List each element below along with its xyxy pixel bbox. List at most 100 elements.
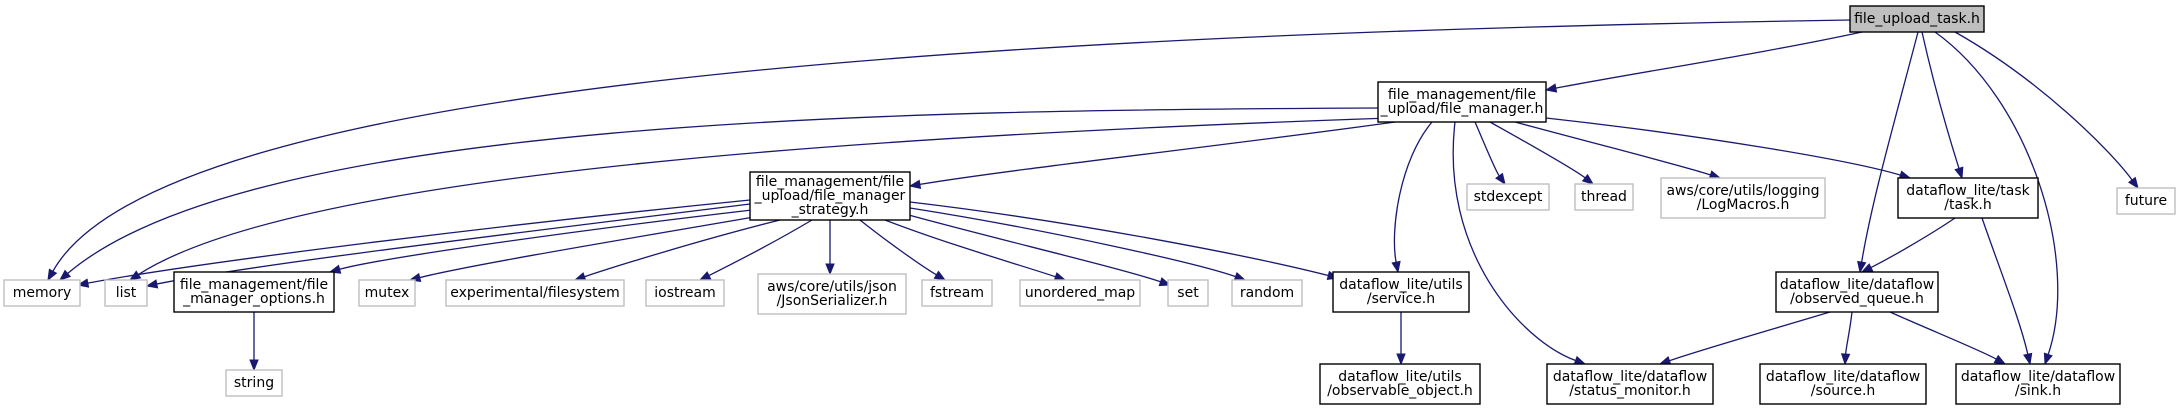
arrowhead-icon [1495,172,1506,186]
node-mutex: mutex [358,279,416,307]
node-label-line: fstream [930,285,984,301]
node-label-line: dataflow_lite/dataflow [1553,369,1707,385]
node-box [1660,177,1826,219]
node-source[interactable]: dataflow_lite/dataflow/source.h [1759,363,1927,405]
node-box [1167,279,1209,307]
node-box [921,279,993,307]
node-box [645,279,725,307]
edge-fm-to-statusmon [1452,121,1587,365]
node-box [749,171,911,221]
node-box [1546,363,1714,405]
arrowhead-icon [1857,260,1867,274]
node-statusmon[interactable]: dataflow_lite/dataflow/status_monitor.h [1546,363,1714,405]
node-label-line: memory [13,285,72,301]
node-label-line: dataflow_lite/dataflow [1766,369,1920,385]
node-label-line: /observed_queue.h [1790,291,1924,307]
node-service[interactable]: dataflow_lite/utils/service.h [1332,271,1470,313]
edge-root-to-memory [47,19,1851,282]
edge-line [339,209,753,270]
node-label-line: /task.h [1944,197,1992,213]
edge-line [708,219,813,277]
node-label-line: random [1240,285,1294,301]
edge-fms-to-json [825,220,835,276]
node-random: random [1231,279,1303,307]
edge-line [52,19,1851,272]
edge-fm-to-task [1545,117,1912,180]
edge-line [1514,121,1711,176]
arrowhead-icon [1391,260,1401,274]
arrowhead-icon [328,264,342,274]
node-box [1466,183,1550,211]
edge-line [1545,117,1901,176]
node-iostream: iostream [645,279,725,307]
node-box [173,271,335,313]
edge-line [67,107,1381,275]
edge-fm-to-thread [1489,121,1595,185]
edge-line [1844,311,1853,355]
node-root[interactable]: file_upload_task.h [1849,5,1985,33]
node-fms[interactable]: file_management/file_upload/file_manager… [749,171,911,221]
edge-line [1393,121,1433,263]
node-fm[interactable]: file_management/file_upload/file_manager… [1377,81,1547,123]
edge-fms-to-umap [884,219,1067,282]
edge-line [1474,121,1500,177]
node-box [757,273,907,315]
node-label-line: /observable_object.h [1327,383,1473,399]
node-oq[interactable]: dataflow_lite/dataflow/observed_queue.h [1775,271,1939,313]
node-sink[interactable]: dataflow_lite/dataflow/sink.h [1955,363,2121,405]
arrowhead-icon [1544,83,1558,93]
node-box [2116,187,2176,215]
edge-line [919,121,1396,186]
arrowhead-icon [825,263,835,276]
node-box [1574,183,1634,211]
node-label-line: _manager_options.h [182,291,325,307]
edge-line [859,219,937,276]
node-label-line: file_management/file [1388,87,1536,103]
node-label-line: /JsonSerializer.h [777,293,888,309]
node-box [1775,271,1939,313]
edge-fm-to-stdexcept [1474,121,1506,186]
edge-line [1889,311,1997,360]
node-label-line: list [116,285,137,301]
edge-line [1555,31,1863,89]
node-box [1849,5,1985,33]
edge-fm-to-fms [908,121,1396,189]
node-box [1231,279,1303,307]
edge-line [904,213,1161,283]
node-label-line: thread [1581,189,1627,205]
edge-line [1452,121,1576,362]
node-stdexcept: stdexcept [1466,183,1550,211]
arrowhead-icon [698,271,712,281]
node-label-line: dataflow_lite/dataflow [1780,277,1934,293]
edge-line [419,215,761,279]
node-label-line: iostream [654,285,716,301]
node-box [225,369,283,397]
node-box [1955,363,2121,405]
edge-fms-to-expfs [573,219,781,282]
edge-oq-to-source [1840,311,1853,366]
edge-line [1669,311,1831,362]
node-box [358,279,416,307]
node-fmo[interactable]: file_management/file_manager_options.h [173,271,335,313]
arrowhead-icon [58,269,72,281]
arrowhead-icon [1581,173,1595,185]
arrowhead-icon [47,268,58,282]
edge-line [1954,31,2133,181]
node-label-line: experimental/filesystem [450,285,620,301]
node-box [104,279,148,307]
node-obsobj[interactable]: dataflow_lite/utils/observable_object.h [1319,363,1481,405]
node-label-line: dataflow_lite/utils [1338,369,1461,385]
edge-fms-to-service [909,201,1340,280]
node-label-line: /status_monitor.h [1569,383,1691,399]
node-box [1897,177,2039,219]
arrowhead-icon [145,279,159,289]
edge-line [1934,31,2059,355]
node-future: future [2116,187,2176,215]
edge-line [87,199,751,284]
node-task[interactable]: dataflow_lite/task/task.h [1897,177,2039,219]
node-set: set [1167,279,1209,307]
node-thread: thread [1574,183,1634,211]
edge-fmo-to-string [249,312,259,372]
arrowhead-icon [1573,355,1587,365]
